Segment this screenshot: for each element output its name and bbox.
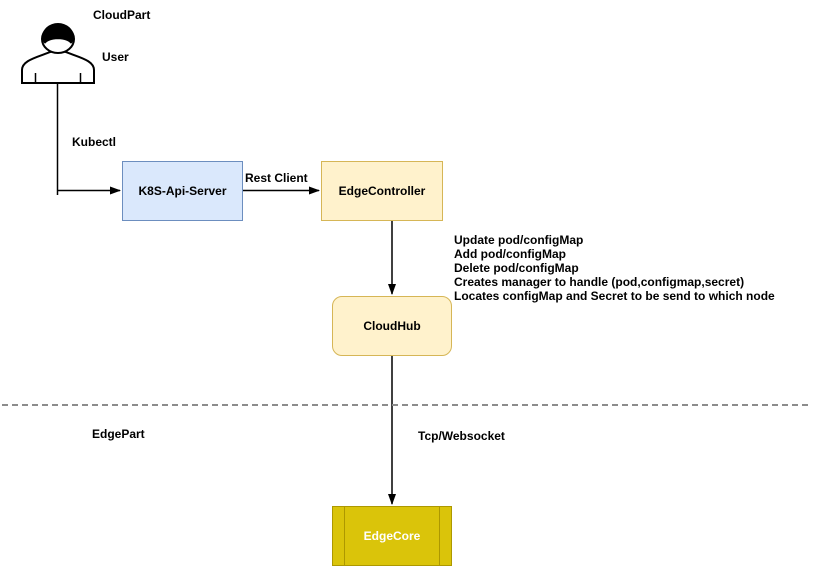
rest-client-edge-label: Rest Client — [245, 171, 308, 185]
annotation-line: Delete pod/configMap — [454, 261, 579, 275]
node-cloud-hub[interactable]: CloudHub — [332, 296, 452, 356]
user-label: User — [102, 50, 129, 64]
actor-hair — [42, 23, 74, 44]
cloudpart-label: CloudPart — [93, 8, 151, 22]
edge-core-process-bar-right — [439, 507, 440, 565]
tcp-websocket-edge-label: Tcp/Websocket — [418, 429, 505, 443]
actor-torso — [21, 49, 95, 84]
node-k8s-api-server-label: K8S-Api-Server — [138, 184, 227, 198]
node-edge-core[interactable]: EdgeCore — [332, 506, 452, 566]
node-cloud-hub-label: CloudHub — [363, 319, 421, 333]
user-actor-icon[interactable] — [20, 23, 96, 85]
annotation-line: Creates manager to handle (pod,configmap… — [454, 275, 745, 289]
node-edge-controller[interactable]: EdgeController — [321, 161, 443, 221]
actor-chest-marks — [34, 73, 82, 83]
node-edge-core-label: EdgeCore — [363, 529, 421, 543]
node-edge-controller-label: EdgeController — [338, 184, 426, 198]
edgepart-label: EdgePart — [92, 427, 145, 441]
annotation-line: Update pod/configMap — [454, 233, 584, 247]
annotation-line: Add pod/configMap — [454, 247, 566, 261]
edge-core-process-bar-left — [344, 507, 345, 565]
edgecontroller-annotation-block: Update pod/configMap Add pod/configMap D… — [454, 233, 775, 303]
node-k8s-api-server[interactable]: K8S-Api-Server — [122, 161, 243, 221]
kubectl-edge-label: Kubectl — [72, 135, 117, 149]
annotation-line: Locates configMap and Secret to be send … — [454, 289, 775, 303]
